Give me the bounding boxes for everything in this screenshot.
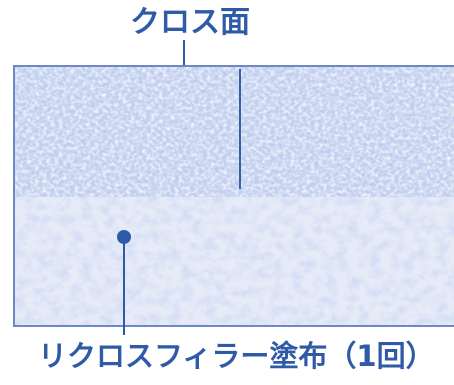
cloth-surface-label: クロス面	[130, 5, 250, 40]
wall-texture-sample	[13, 65, 454, 327]
refiller-leader-dot	[117, 230, 131, 244]
cloth-seam-line	[239, 69, 241, 189]
refiller-coated-region	[15, 197, 454, 325]
cloth-surface-region	[15, 67, 454, 197]
refiller-leader-line	[123, 239, 125, 335]
refiller-application-label: リクロスフィラー塗布（1回）	[38, 339, 435, 373]
